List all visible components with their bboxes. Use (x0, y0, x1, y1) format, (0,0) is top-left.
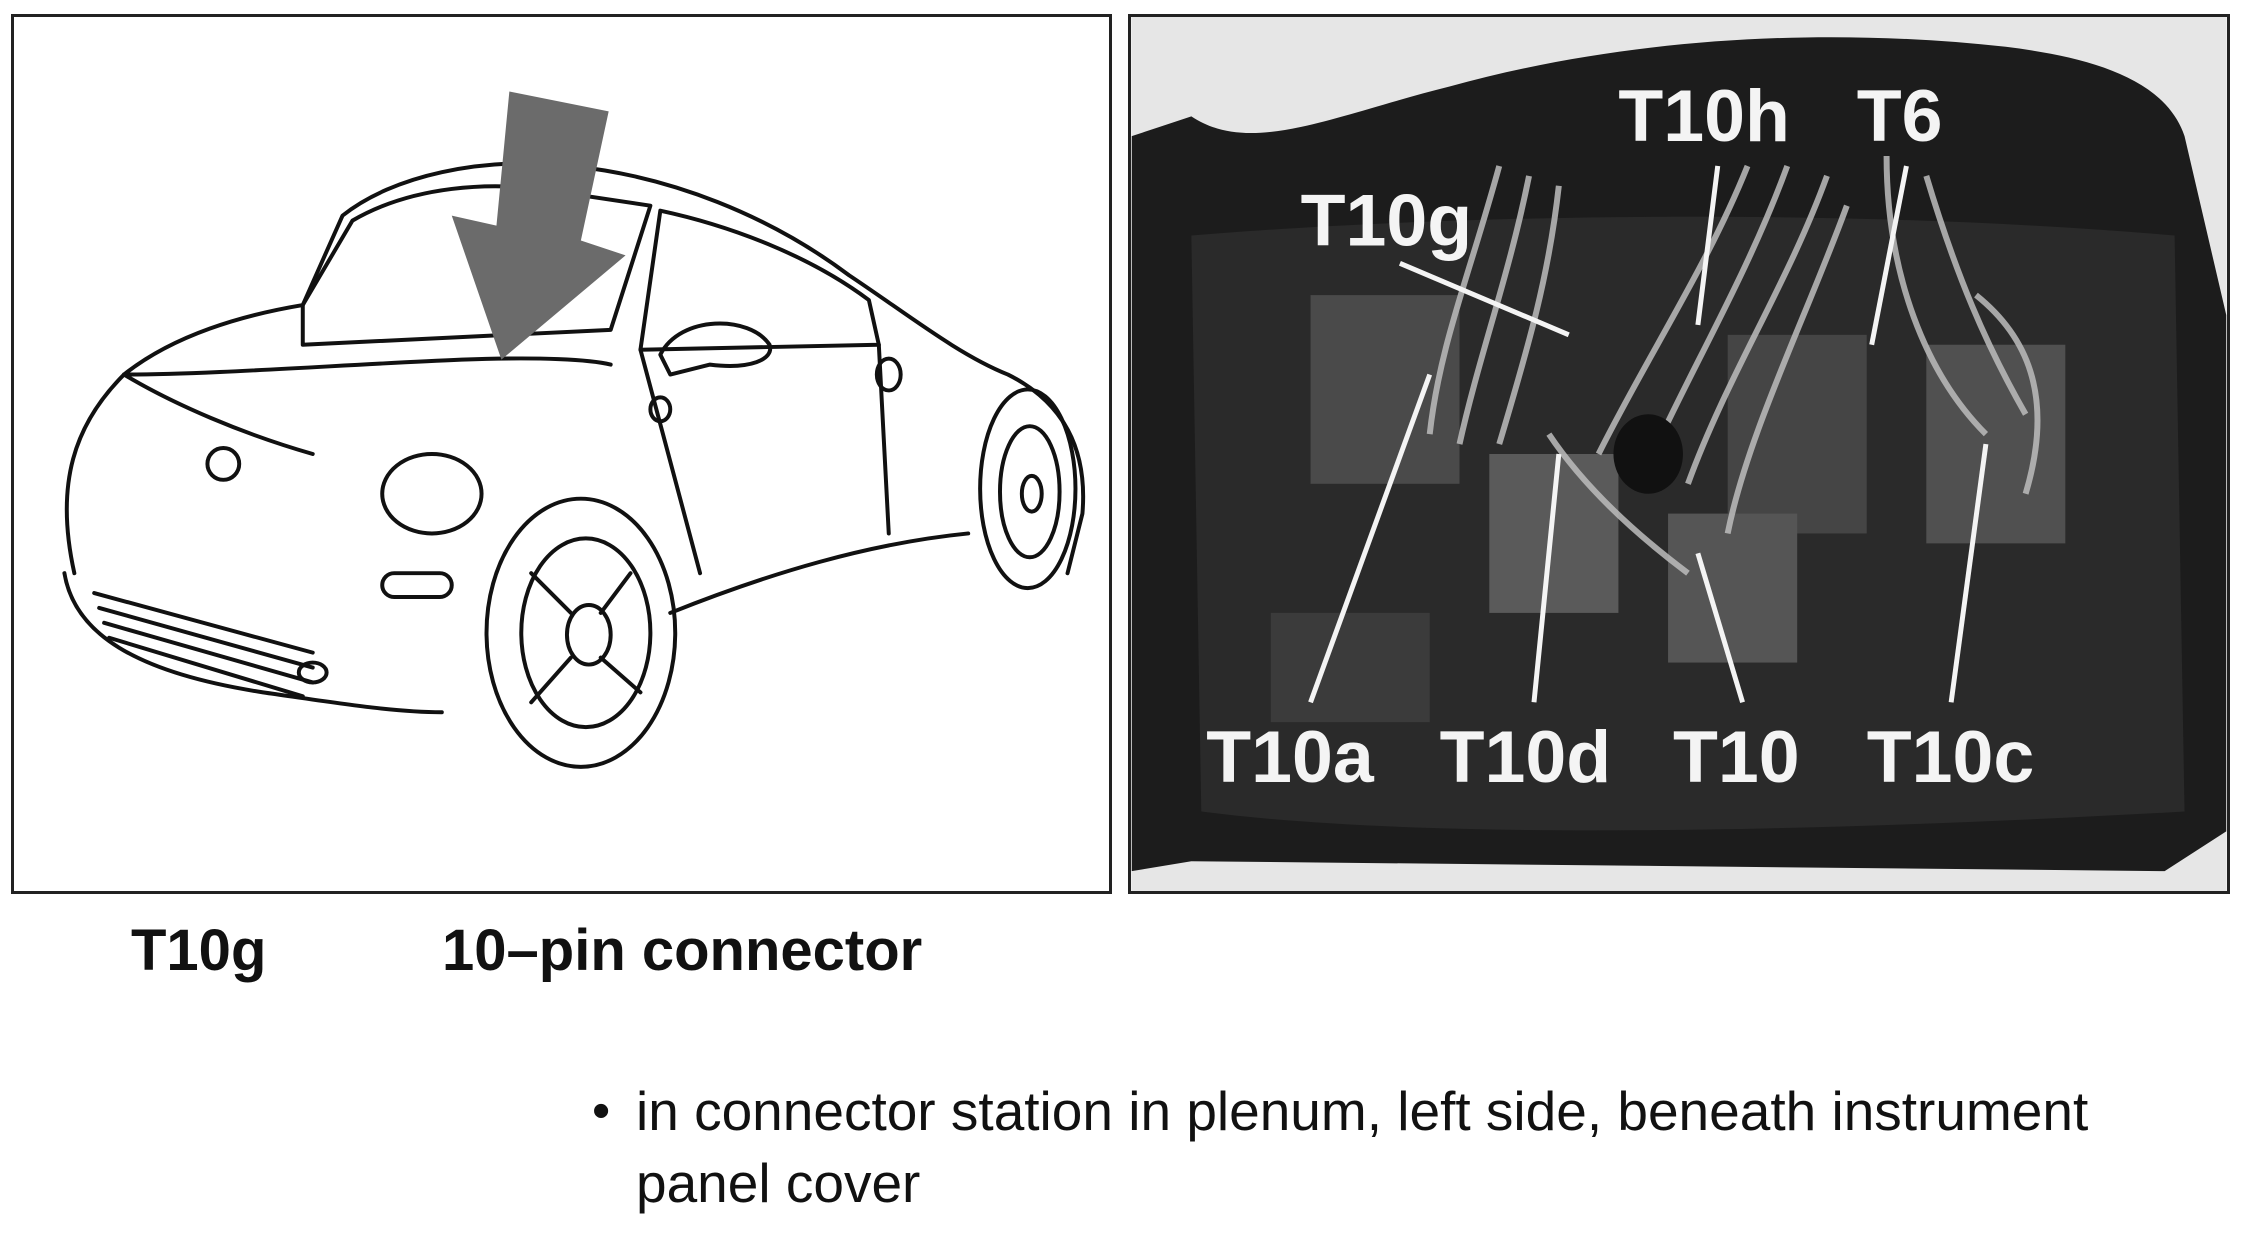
label-t10h: T10h (1618, 74, 1790, 157)
label-t10a: T10a (1206, 715, 1375, 798)
location-note: • in connector station in plenum, left s… (592, 1075, 2232, 1219)
bullet-point: • (592, 1082, 611, 1140)
label-t6: T6 (1857, 74, 1943, 157)
connector-code: T10g (131, 918, 267, 983)
label-t10c: T10c (1867, 715, 2035, 798)
location-arrow (451, 91, 626, 360)
car-line-drawing (62, 91, 1086, 769)
label-t10g: T10g (1301, 178, 1473, 261)
label-t10: T10 (1673, 715, 1800, 798)
connector-photo: T10g T10h T6 T10a T10d T10 T10c (1131, 17, 2227, 891)
connector-description: 10–pin connector (442, 918, 923, 983)
connector-photo-panel: T10g T10h T6 T10a T10d T10 T10c (1128, 14, 2230, 894)
label-t10d: T10d (1440, 715, 1612, 798)
car-illustration-panel (11, 14, 1112, 894)
location-note-text: in connector station in plenum, left sid… (636, 1080, 2089, 1214)
